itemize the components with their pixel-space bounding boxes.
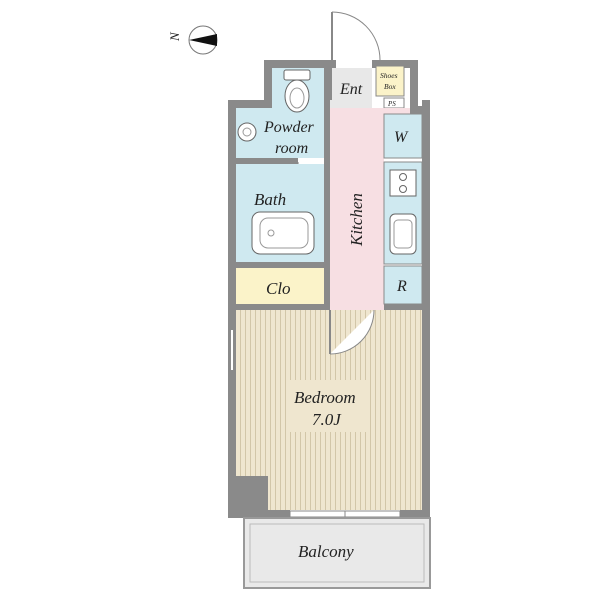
refrigerator-label: R [396,278,407,295]
toilet-icon [283,69,311,113]
stove-icon [389,169,417,197]
closet-label: Clo [266,279,291,298]
bathtub-icon [251,211,315,255]
kitchen-sink-icon [389,213,417,255]
washer-space: W [383,113,423,159]
washer-label: W [394,129,409,146]
bedroom-label: Bedroom [294,388,356,407]
shoes-box: Shoes Box [375,65,405,97]
bath-room: Bath [236,162,330,268]
entrance-label: Ent [339,81,363,98]
balcony: Balcony [243,517,431,589]
exterior-walls [228,60,430,518]
powder-room-label-1: Powder [263,119,315,136]
kitchen-counter [383,161,423,265]
sink-icon [237,122,257,142]
closet: Clo [236,268,330,310]
balcony-label: Balcony [298,542,354,561]
powder-room: Powder room [236,68,330,189]
kitchen-area: Kitchen [330,108,410,310]
north-compass-icon: N [167,25,218,55]
entrance-area: Ent [326,11,381,108]
balcony-window [289,510,401,518]
pipe-space: PS [383,97,405,109]
bedroom-size-label: 7.0J [312,410,342,429]
shoes-box-label-2: Box [384,82,396,91]
shoes-box-label-1: Shoes [380,71,398,80]
compass-label: N [167,31,182,42]
kitchen-label: Kitchen [347,193,366,247]
bath-label: Bath [254,190,286,209]
ps-label: PS [387,100,396,108]
powder-room-label-2: room [275,140,308,157]
bedroom: Bedroom 7.0J [228,304,422,510]
refrigerator-space: R [383,265,423,305]
